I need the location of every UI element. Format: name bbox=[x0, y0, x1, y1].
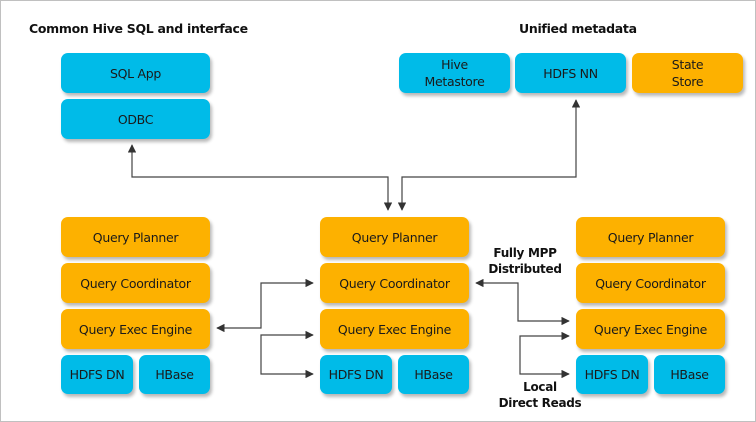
heading-unified-metadata: Unified metadata bbox=[519, 21, 637, 36]
hive-metastore-box: Hive Metastore bbox=[399, 53, 510, 93]
node-1-query-exec-engine: Query Exec Engine bbox=[61, 309, 210, 349]
node-2-hdfs-dn: HDFS DN bbox=[320, 355, 392, 394]
node-3-query-planner: Query Planner bbox=[576, 217, 725, 257]
node-1-query-planner: Query Planner bbox=[61, 217, 210, 257]
hdfs-nn-box: HDFS NN bbox=[515, 53, 626, 93]
connector-odbc-planner bbox=[127, 144, 393, 211]
connector-node1-exec-node2-coord bbox=[216, 278, 314, 333]
heading-common-hive-sql: Common Hive SQL and interface bbox=[29, 21, 248, 36]
sql-app-box: SQL App bbox=[61, 53, 210, 93]
odbc-box: ODBC bbox=[61, 99, 210, 139]
node-2-query-exec-engine: Query Exec Engine bbox=[320, 309, 469, 349]
connector-node2-coord-node3-exec bbox=[475, 278, 570, 326]
annotation-local-direct-reads: Local Direct Reads bbox=[498, 380, 582, 410]
node-2-query-planner: Query Planner bbox=[320, 217, 469, 257]
node-2-query-coordinator: Query Coordinator bbox=[320, 263, 469, 303]
node-3-query-coordinator: Query Coordinator bbox=[576, 263, 725, 303]
node-2-hbase: HBase bbox=[398, 355, 469, 394]
connector-hdfsnn-planner bbox=[397, 99, 581, 211]
node-3-query-exec-engine: Query Exec Engine bbox=[576, 309, 725, 349]
annotation-fully-mpp-distributed: Fully MPP Distributed bbox=[488, 246, 562, 276]
node-1-hbase: HBase bbox=[139, 355, 210, 394]
node-1-query-coordinator: Query Coordinator bbox=[61, 263, 210, 303]
connector-node3-exec-hdfsdn bbox=[519, 331, 570, 379]
node-3-hdfs-dn: HDFS DN bbox=[576, 355, 648, 394]
state-store-box: State Store bbox=[632, 53, 743, 93]
node-3-hbase: HBase bbox=[654, 355, 725, 394]
connector-node2-exec-hdfsdn bbox=[260, 330, 314, 379]
node-1-hdfs-dn: HDFS DN bbox=[61, 355, 133, 394]
